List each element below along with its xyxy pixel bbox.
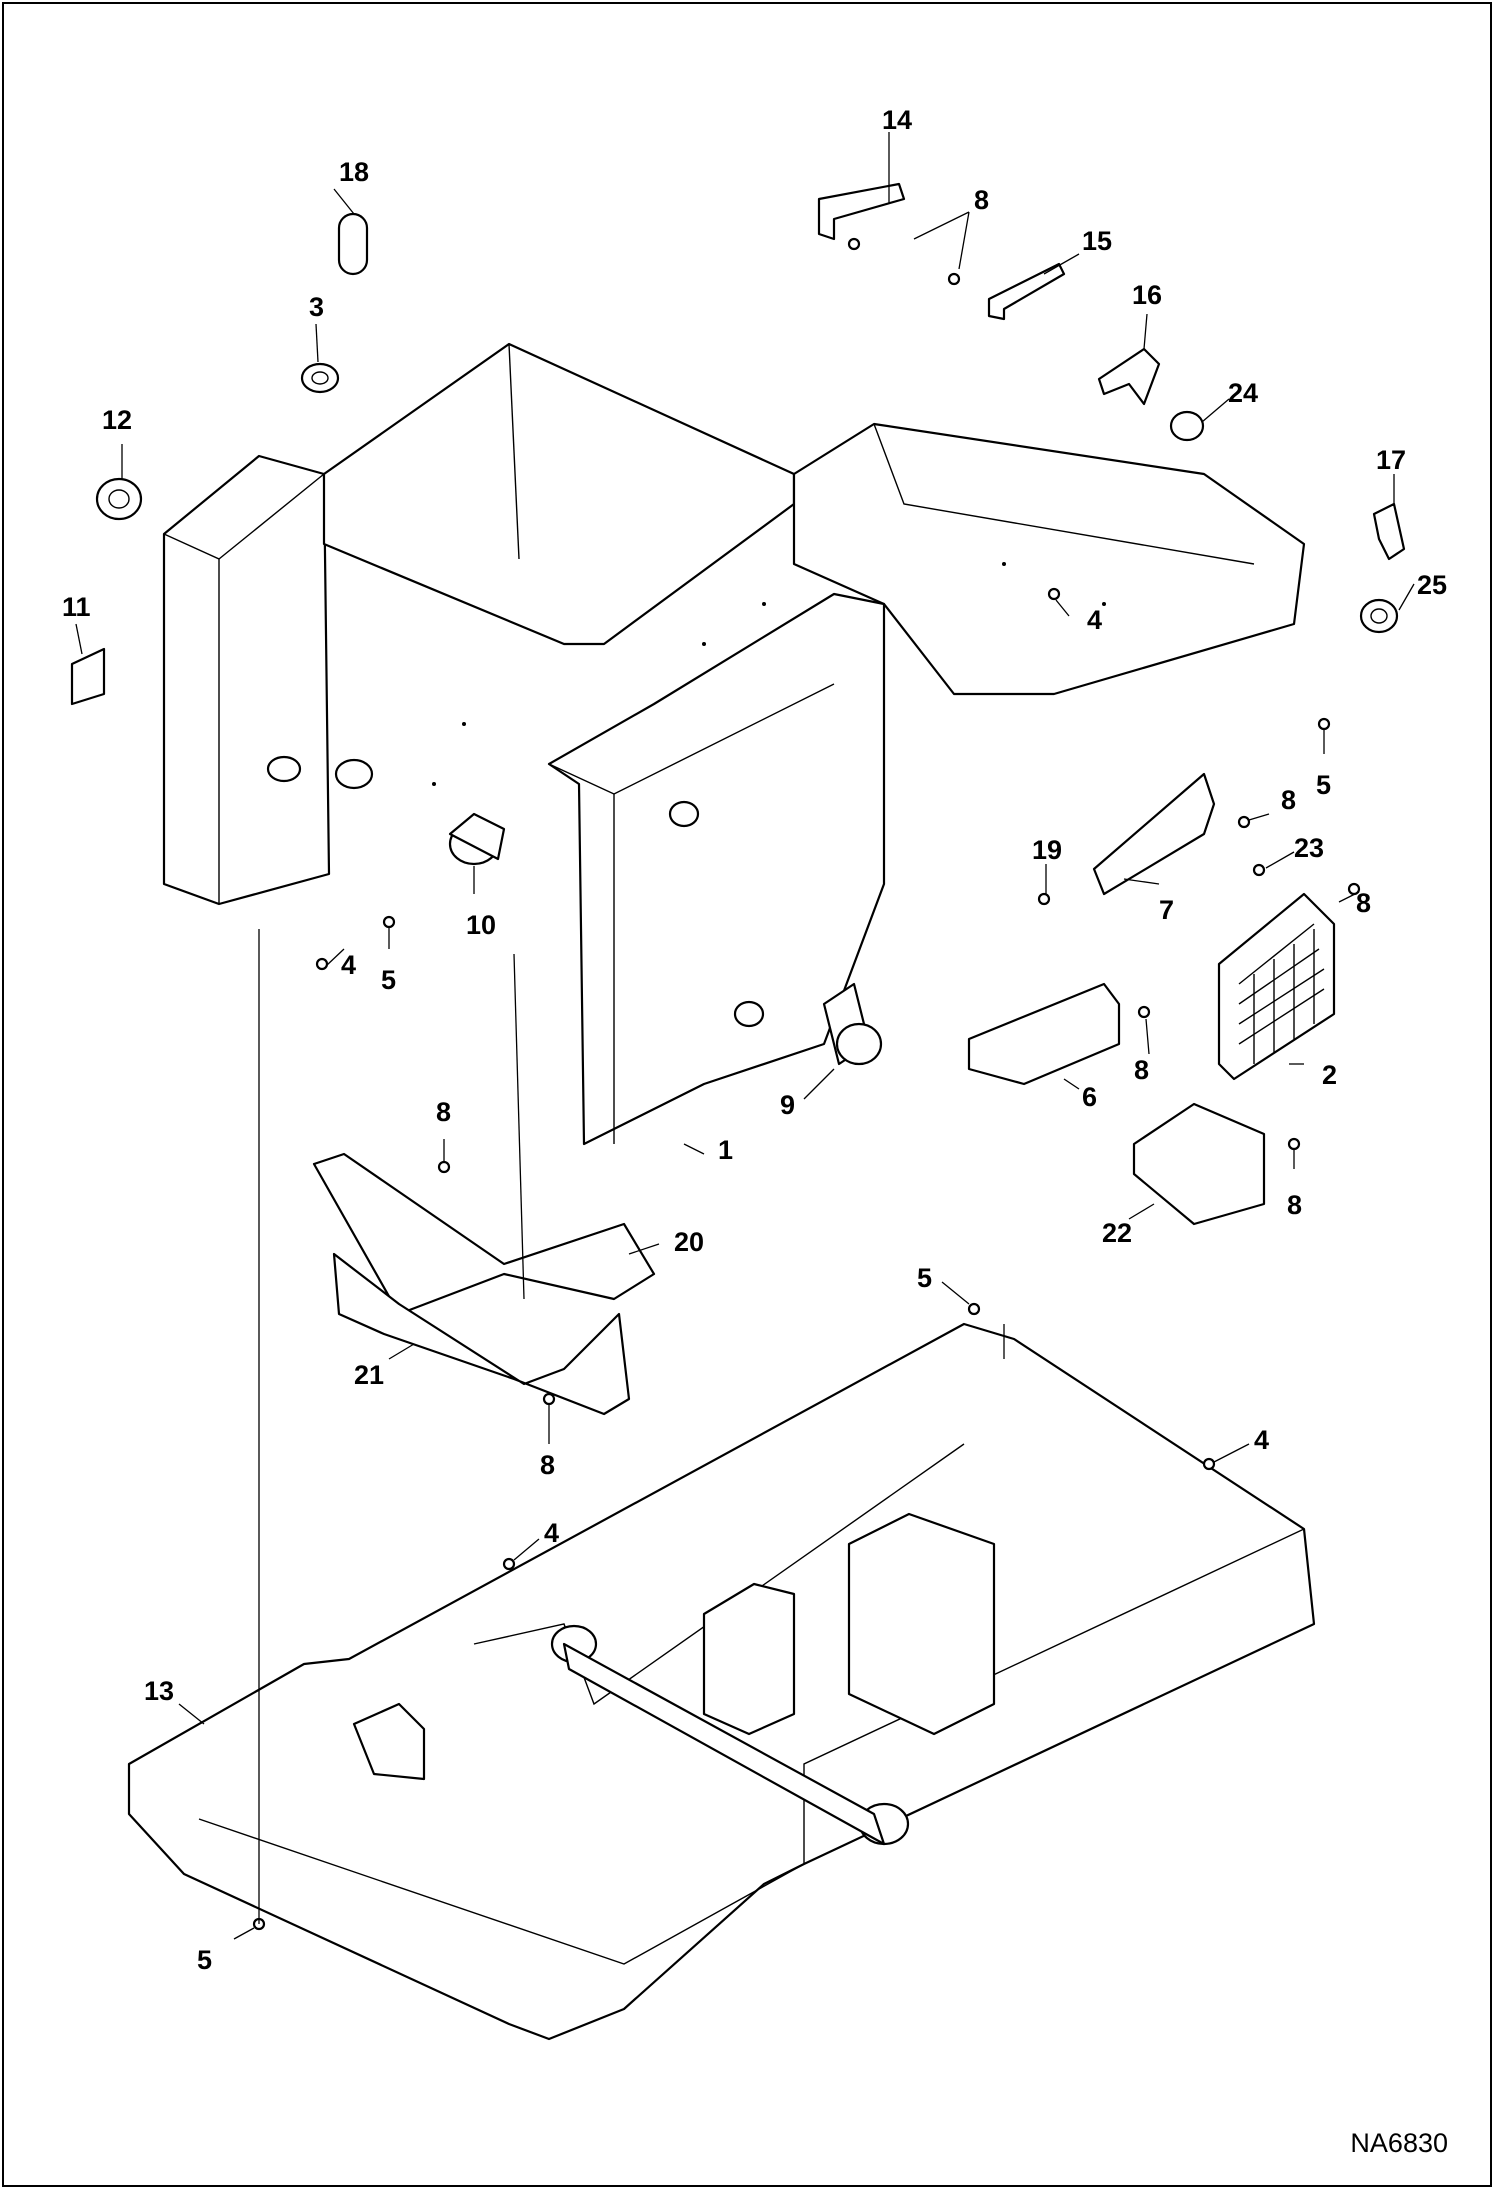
- callout-4: 4: [1254, 1425, 1269, 1455]
- callout-8: 8: [974, 185, 989, 215]
- part-25-bushing: [1359, 598, 1399, 634]
- callout-17: 17: [1376, 445, 1406, 475]
- part-22-cover: [1132, 1102, 1266, 1226]
- callout-8: 8: [540, 1450, 555, 1480]
- part-9-bushing: [822, 982, 883, 1066]
- part-20-21-shield: [312, 1152, 656, 1416]
- callout-5: 5: [917, 1263, 932, 1293]
- callout-2: 2: [1322, 1060, 1337, 1090]
- callout-16: 16: [1132, 280, 1162, 310]
- callout-4: 4: [1087, 605, 1102, 635]
- callout-23: 23: [1294, 833, 1324, 863]
- callout-25: 25: [1417, 570, 1447, 600]
- part-6-plate: [967, 982, 1121, 1086]
- part-11-bracket: [70, 647, 106, 706]
- part-2-grille: [1217, 892, 1336, 1081]
- part-10-bushing: [448, 812, 506, 866]
- callout-5: 5: [381, 965, 396, 995]
- callout-13: 13: [144, 1676, 174, 1706]
- callout-labels: 14 8 15 16 24 17 25 18 3 12 11 4 5 8 23 …: [62, 105, 1447, 1975]
- part-16-bracket: [1097, 347, 1161, 406]
- callout-5: 5: [1316, 770, 1331, 800]
- part-3-bushing: [300, 362, 340, 394]
- callout-7: 7: [1159, 895, 1174, 925]
- callout-22: 22: [1102, 1218, 1132, 1248]
- callout-5: 5: [197, 1945, 212, 1975]
- callout-14: 14: [882, 105, 912, 135]
- callout-8: 8: [1356, 888, 1371, 918]
- callout-3: 3: [309, 292, 324, 322]
- main-frame-part-1: [162, 342, 1306, 1146]
- callout-18: 18: [339, 157, 369, 187]
- leader-lines: [75, 132, 1415, 1940]
- part-12-bushing: [95, 477, 143, 521]
- callout-8: 8: [1134, 1055, 1149, 1085]
- callout-12: 12: [102, 405, 132, 435]
- part-14-bracket: [817, 182, 906, 241]
- exploded-parts-diagram: 14 8 15 16 24 17 25 18 3 12 11 4 5 8 23 …: [62, 105, 1447, 2041]
- callout-6: 6: [1082, 1082, 1097, 1112]
- part-18-grommet: [337, 212, 369, 276]
- callout-8: 8: [1287, 1190, 1302, 1220]
- callout-19: 19: [1032, 835, 1062, 865]
- callout-1: 1: [718, 1135, 733, 1165]
- callout-8: 8: [1281, 785, 1296, 815]
- callout-24: 24: [1228, 378, 1258, 408]
- callout-8: 8: [436, 1097, 451, 1127]
- callout-4: 4: [544, 1518, 559, 1548]
- callout-9: 9: [780, 1090, 795, 1120]
- callout-20: 20: [674, 1227, 704, 1257]
- fasteners: [252, 237, 1361, 1931]
- callout-4: 4: [341, 950, 356, 980]
- callout-10: 10: [466, 910, 496, 940]
- callout-15: 15: [1082, 226, 1112, 256]
- callout-21: 21: [354, 1360, 384, 1390]
- figure-reference-code: NA6830: [1350, 2128, 1448, 2158]
- callout-11: 11: [62, 592, 91, 622]
- part-17-clip: [1372, 502, 1406, 561]
- part-24-bushing: [1169, 410, 1205, 442]
- lower-chassis-part-13: [127, 1322, 1316, 2041]
- part-15-bracket: [987, 262, 1066, 321]
- part-7-plate: [1092, 772, 1216, 896]
